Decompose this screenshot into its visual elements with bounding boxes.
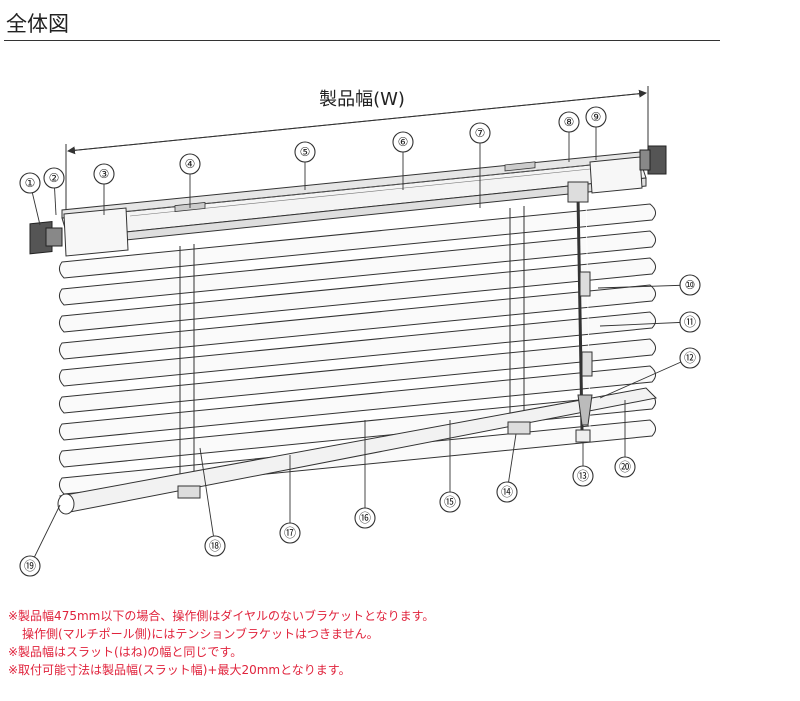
multi-pole-wand: [567, 181, 593, 443]
callout-circle: [392, 131, 414, 153]
callout-label: ⑳: [619, 460, 631, 474]
slats: [58, 203, 656, 495]
callout-label: ⑧: [564, 115, 575, 129]
callout-circle: [294, 141, 316, 163]
callout-label: ⑥: [398, 135, 409, 149]
callout-circle: [93, 163, 115, 185]
callout-label: ⑮: [444, 495, 456, 509]
callout-circle: [43, 167, 65, 189]
callout-circle: [204, 535, 226, 557]
callout-circle: [558, 111, 580, 133]
callout-circle: [179, 153, 201, 175]
note-2: 操作側(マルチポール側)にはテンションブラケットはつきません。: [22, 627, 379, 641]
callout-label: ⑪: [684, 315, 696, 329]
bottom-rail: [57, 387, 658, 515]
ladder-cords: [179, 206, 525, 496]
callout-label: ⑱: [209, 539, 221, 553]
callout-label: ⑲: [24, 559, 36, 573]
left-bracket: [29, 220, 63, 255]
notes: ※製品幅475mm以下の場合、操作側はダイヤルのないブラケットとなります。 操作…: [8, 607, 434, 679]
callout-label: ①: [25, 176, 36, 190]
width-label: 製品幅(W): [319, 89, 405, 110]
right-bracket: [639, 145, 667, 175]
callout-circle: [679, 347, 701, 369]
callout-leader: [597, 284, 691, 289]
callout-circle: [19, 555, 41, 577]
callout-circle: [354, 507, 376, 529]
head-rail: [29, 145, 667, 257]
blind-diagram: 製品幅(W): [19, 86, 701, 577]
callout-circle: [279, 522, 301, 544]
callout-circle: [572, 465, 594, 487]
callout-label: ④: [185, 157, 196, 171]
callout-label: ⑦: [475, 126, 486, 140]
callout-leader: [599, 321, 691, 327]
note-4: ※取付可能寸法は製品幅(スラット幅)+最大20mmとなります。: [8, 663, 351, 677]
callout-leader: [599, 357, 691, 399]
callout-label: ⑤: [300, 145, 311, 159]
callout-circle: [679, 311, 701, 333]
note-1: ※製品幅475mm以下の場合、操作側はダイヤルのないブラケットとなります。: [8, 609, 435, 623]
title-divider: [4, 40, 720, 41]
note-3: ※製品幅はスラット(はね)の幅と同じです。: [8, 645, 243, 659]
page-title: 全体図: [6, 12, 69, 36]
callout-label: ③: [99, 167, 110, 181]
width-dimension: 製品幅(W): [65, 86, 649, 212]
callout-circle: [439, 491, 461, 513]
callout-circle: [585, 106, 607, 128]
slat: [58, 257, 656, 333]
callout-circle: [19, 172, 41, 194]
callout-leader: [199, 447, 216, 547]
callout-label: ②: [49, 171, 60, 185]
callout-circle: [614, 456, 636, 478]
callout-circle: [679, 274, 701, 296]
callout-label: ⑬: [577, 469, 589, 483]
slat: [58, 203, 656, 279]
slat: [58, 338, 656, 414]
slat: [58, 311, 656, 387]
slat: [58, 230, 656, 306]
callout-label: ⑰: [284, 526, 296, 540]
callout-label: ⑭: [501, 485, 513, 499]
callout-leader: [29, 504, 61, 567]
slat: [58, 365, 656, 441]
slat: [58, 284, 656, 360]
callout-label: ⑯: [359, 511, 371, 525]
callout-circle: [469, 122, 491, 144]
callout-label: ⑨: [591, 110, 602, 124]
callout-circle: [496, 481, 518, 503]
callout-label: ⑩: [685, 278, 696, 292]
callout-label: ⑫: [684, 351, 696, 365]
